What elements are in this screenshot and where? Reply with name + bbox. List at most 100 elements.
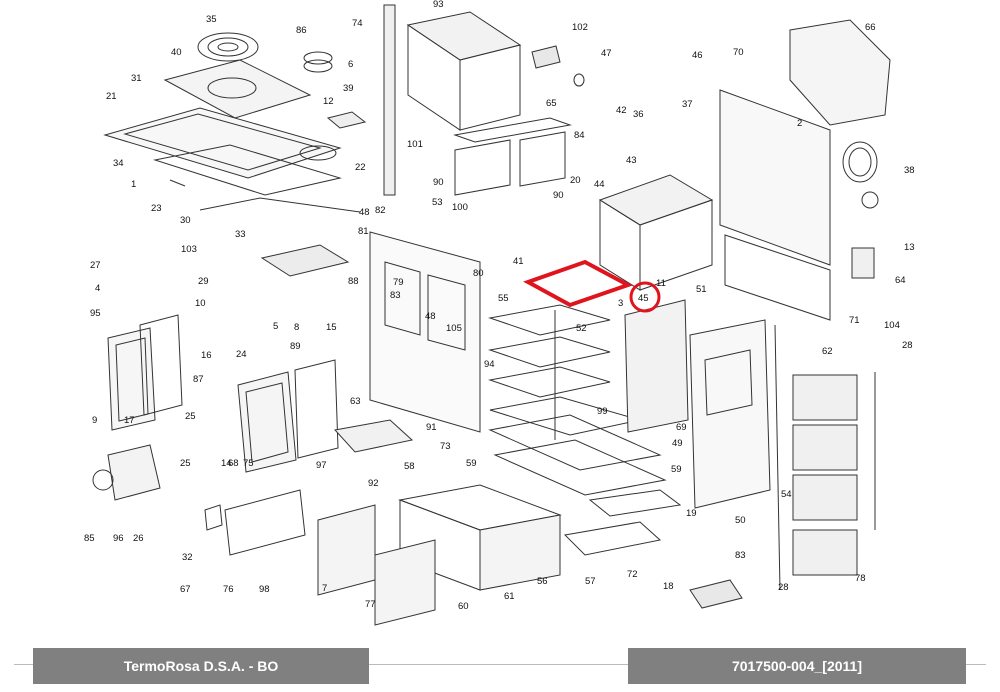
part-label: 35	[206, 14, 217, 25]
part-label: 32	[182, 552, 193, 563]
part-hotplate-rings	[207, 37, 249, 57]
part-label: 90	[433, 177, 444, 188]
part-bracket	[204, 504, 223, 531]
part-rear-panel	[719, 89, 831, 266]
part-label: 2	[797, 118, 802, 129]
part-disc	[861, 191, 879, 209]
part-bottom-tray	[488, 414, 662, 471]
part-baffle	[454, 139, 511, 196]
part-label: 98	[259, 584, 270, 595]
part-ash-door	[107, 444, 161, 501]
part-label: 45	[638, 293, 649, 304]
part-label: 74	[352, 18, 363, 29]
part-label: 57	[585, 576, 596, 587]
part-label: 64	[895, 275, 906, 286]
part-shelf	[488, 336, 611, 368]
part-door-plate	[294, 359, 339, 459]
part-label: 65	[546, 98, 557, 109]
part-panel	[317, 504, 376, 596]
part-label: 7	[322, 583, 327, 594]
part-oven-box	[639, 199, 713, 291]
part-label: 40	[171, 47, 182, 58]
part-label: 84	[574, 130, 585, 141]
part-label: 49	[672, 438, 683, 449]
manufacturer-text: TermoRosa D.S.A. - BO	[123, 658, 279, 674]
part-hotplate-rings	[217, 42, 239, 52]
part-label: 23	[151, 203, 162, 214]
part-label: 103	[181, 244, 197, 255]
part-label: 69	[676, 422, 687, 433]
part-label: 30	[180, 215, 191, 226]
part-label: 82	[375, 205, 386, 216]
part-label: 72	[627, 569, 638, 580]
part-label: 95	[90, 308, 101, 319]
part-label: 59	[466, 458, 477, 469]
document-code-text: 7017500-004_[2011]	[731, 658, 862, 674]
part-label: 104	[884, 320, 900, 331]
part-rear-panel-lower	[724, 234, 831, 321]
part-label: 83	[735, 550, 746, 561]
part-label: 66	[865, 22, 876, 33]
part-label: 52	[576, 323, 587, 334]
part-label: 53	[432, 197, 443, 208]
manufacturer-banner: TermoRosa D.S.A. - BO	[33, 648, 369, 684]
part-label: 86	[296, 25, 307, 36]
part-number-labels: 3586640393112213412330103227493102471016…	[84, 0, 915, 612]
part-label: 8	[294, 322, 299, 333]
highlight-circle	[629, 281, 661, 313]
part-label: 68	[228, 458, 239, 469]
part-panel	[374, 539, 436, 626]
part-label: 22	[355, 162, 366, 173]
part-label: 87	[193, 374, 204, 385]
part-label: 48	[425, 311, 436, 322]
part-grate	[260, 244, 350, 277]
part-firebox-door	[245, 382, 289, 463]
part-label: 80	[473, 268, 484, 279]
part-tab	[531, 45, 561, 69]
part-bar	[774, 324, 781, 591]
part-baffle	[519, 131, 566, 187]
part-label: 102	[572, 22, 588, 33]
part-label: 25	[180, 458, 191, 469]
part-label: 101	[407, 139, 423, 150]
part-label: 92	[368, 478, 379, 489]
part-label: 100	[452, 202, 468, 213]
part-label: 37	[682, 99, 693, 110]
part-label: 81	[358, 226, 369, 237]
part-ash-pan	[334, 419, 414, 453]
part-label: 15	[326, 322, 337, 333]
part-label: 55	[498, 293, 509, 304]
part-panel	[792, 374, 858, 421]
part-label: 11	[656, 278, 666, 289]
part-label: 62	[822, 346, 833, 357]
part-label: 61	[504, 591, 515, 602]
part-label: 41	[513, 256, 524, 267]
part-label: 73	[440, 441, 451, 452]
part-firebox-door	[237, 371, 297, 473]
part-label: 6	[348, 59, 353, 70]
part-label: 88	[348, 276, 359, 287]
part-front-frame-window	[427, 274, 466, 351]
part-bottom-tray	[493, 439, 667, 496]
part-label: 21	[106, 91, 117, 102]
part-label: 20	[570, 175, 581, 186]
part-label: 17	[124, 415, 135, 426]
part-shelf	[488, 366, 611, 398]
part-bracket	[224, 489, 306, 556]
part-panel	[792, 529, 858, 576]
part-label: 67	[180, 584, 191, 595]
part-lid	[326, 111, 367, 129]
part-tray	[563, 521, 662, 556]
part-label: 94	[484, 359, 495, 370]
part-hotplate-rings	[197, 32, 259, 62]
part-label: 51	[696, 284, 707, 295]
part-label: 28	[902, 340, 913, 351]
part-label: 79	[393, 277, 404, 288]
part-rail	[199, 197, 361, 213]
part-label: 13	[904, 242, 915, 253]
part-cooktop-frame	[123, 113, 322, 171]
part-label: 5	[273, 321, 278, 332]
part-label: 78	[855, 573, 866, 584]
part-side-panel	[789, 19, 891, 126]
part-label: 47	[601, 48, 612, 59]
